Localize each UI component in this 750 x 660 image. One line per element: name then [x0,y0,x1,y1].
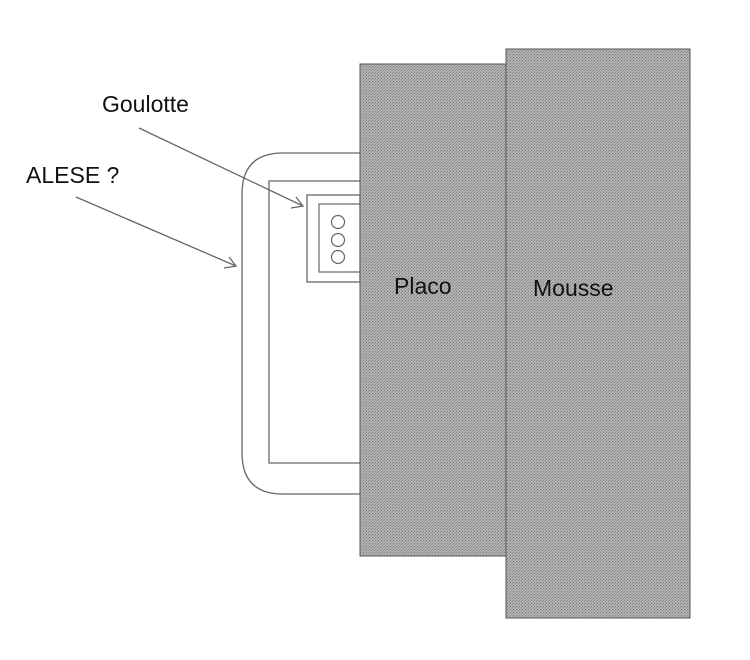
mousse-label: Mousse [533,275,614,301]
cable-circle-middle [330,232,346,248]
alese-label: ALESE ? [26,162,119,188]
outer-casing-outline [241,152,360,495]
goulotte-duct [306,194,361,283]
placo-panel [359,63,507,557]
goulotte-label: Goulotte [102,91,189,117]
goulotte-arrow [138,127,305,209]
alese-arrow [75,196,238,269]
mousse-panel [505,48,691,619]
inner-frame-outline [268,180,360,464]
cable-circle-bottom [330,249,346,265]
cable-circle-top [330,214,346,230]
placo-label: Placo [394,273,452,299]
